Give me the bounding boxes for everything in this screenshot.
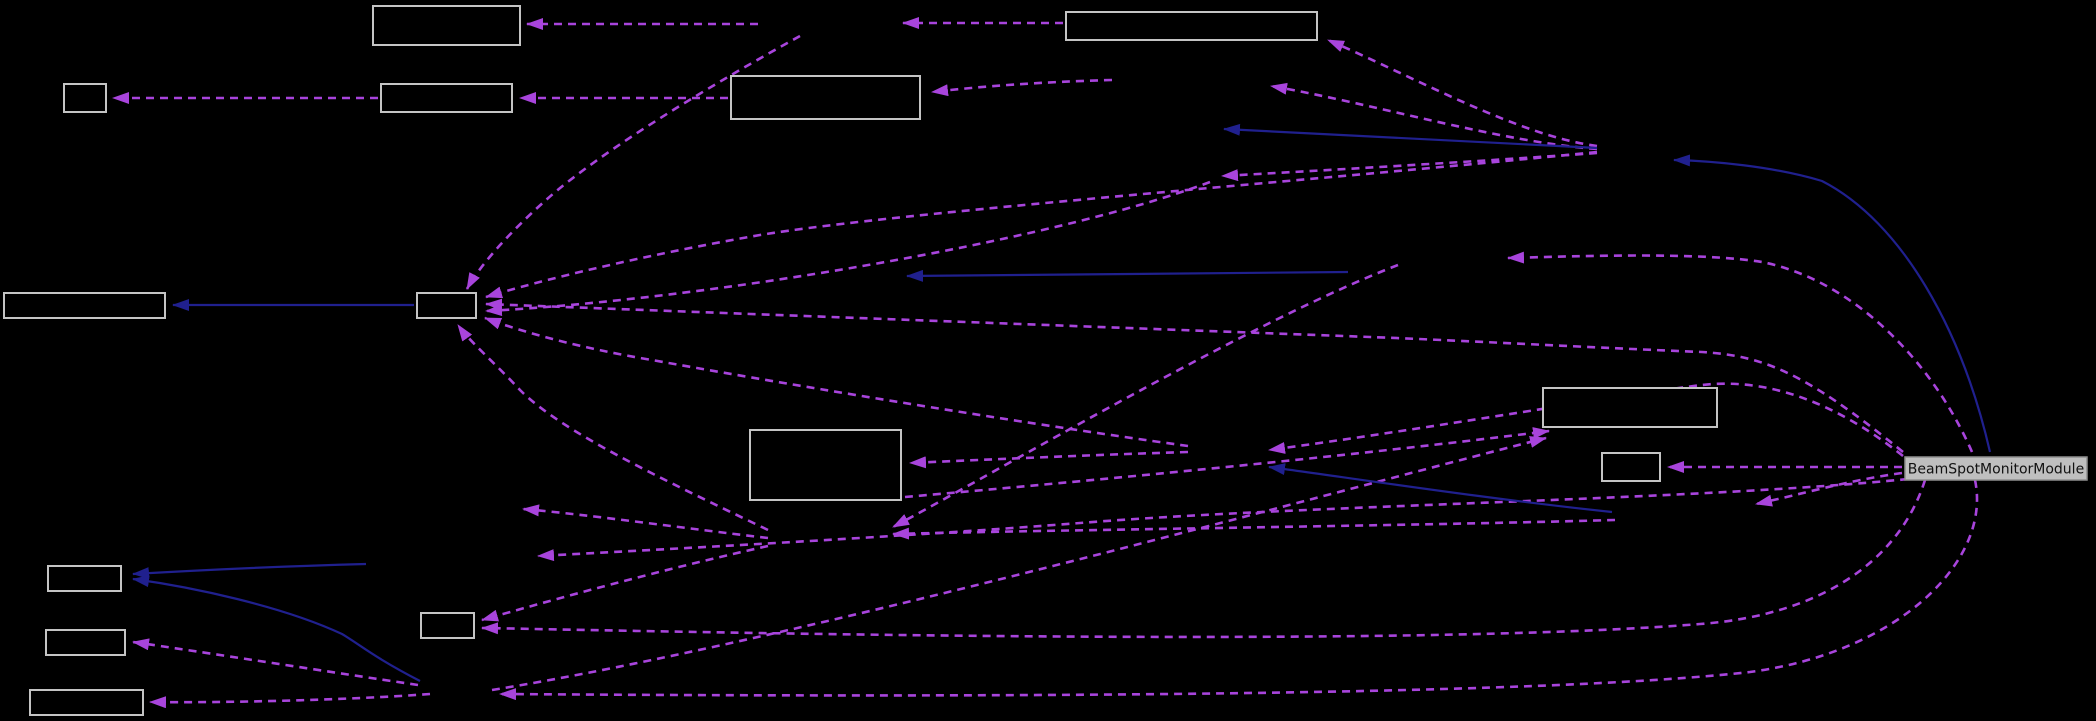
node-rect[interactable] [730,75,921,120]
graph-node-box-main[interactable]: BeamSpotMonitorModule [1904,456,2088,481]
edge-hidden-fan-to-box-top-right [1327,38,1598,148]
node-rect[interactable] [29,689,144,716]
graph-node-box-bottom-mid[interactable] [420,612,475,639]
graph-node-box-bottom-left-2[interactable] [45,629,126,656]
graph-node-box-top-left[interactable] [372,5,521,46]
node-rect[interactable] [1065,11,1318,41]
edge-hidden-a-to-box-row2-wide [931,78,1113,97]
graph-node-box-row2-mid[interactable] [380,83,513,113]
edge-hidden-m-to-box-bottom-left-1 [132,575,421,682]
graph-node-box-bottom-left-1[interactable] [47,565,122,592]
edge-hidden-k-to-hidden-h [892,263,1399,529]
main-node-rect[interactable] [1904,456,2088,481]
edge-box-main-to-hidden-d [1755,471,1903,507]
graph-node-box-right-small[interactable] [1601,452,1661,482]
node-rect[interactable] [1601,452,1661,482]
edge-box-center-large-to-box-right-wide [904,427,1550,499]
graph-node-box-bottom-left-3[interactable] [29,689,144,716]
edge-box-main-to-hidden-j [537,477,1909,562]
node-rect[interactable] [420,612,475,639]
edge-hidden-m-to-box-right-wide [491,436,1547,692]
graph-node-box-row2-wide[interactable] [730,75,921,120]
graph-node-box-mid-left-wide[interactable] [3,292,166,319]
node-rect[interactable] [45,629,126,656]
edge-hidden-l-to-box-bottom-left-1 [132,562,367,580]
edge-hidden-h-to-box-bottom-mid [481,544,769,622]
node-rect[interactable] [372,5,521,46]
edge-hidden-h-to-box-hub-small [456,324,769,532]
graph-node-box-right-wide[interactable] [1542,387,1718,428]
edge-hidden-top-to-box-hub-small [465,34,801,290]
node-rect[interactable] [749,429,902,501]
edge-hidden-h-to-hidden-i [522,504,769,540]
node-rect[interactable] [3,292,166,319]
edge-hidden-m-to-box-bottom-left-2 [132,638,419,687]
graph-node-box-top-right[interactable] [1065,11,1318,41]
edge-hidden-f-to-box-hub-small [484,316,1189,448]
graph-node-box-small-left[interactable] [63,83,107,113]
node-rect[interactable] [1542,387,1718,428]
edge-hidden-fan-to-hidden-b [1223,123,1598,150]
graph-node-box-hub-small[interactable] [416,292,477,319]
graph-node-box-center-large[interactable] [749,429,902,501]
edge-box-main-to-hidden-fan [1673,154,1992,453]
main-node-label: BeamSpotMonitorModule [1908,462,2084,478]
node-rect[interactable] [416,292,477,319]
node-rect[interactable] [380,83,513,113]
edge-hidden-c-to-box-hub-small [485,180,1211,317]
edge-hidden-n-to-hidden-o [906,269,1349,282]
node-rect[interactable] [47,565,122,592]
edge-hidden-m-to-box-bottom-left-3 [149,692,431,709]
edge-box-main-to-hidden-m [499,479,1979,701]
edge-box-main-to-box-hub-small [485,298,1904,454]
edge-box-main-to-box-bottom-mid [481,479,1927,639]
edge-box-main-to-hidden-k [1507,251,1974,453]
node-rect[interactable] [63,83,107,113]
edge-hidden-f-to-box-center-large [909,450,1189,469]
edge-hidden-d-to-hidden-h [892,518,1616,540]
edge-hidden-d-to-hidden-f [1268,463,1613,514]
